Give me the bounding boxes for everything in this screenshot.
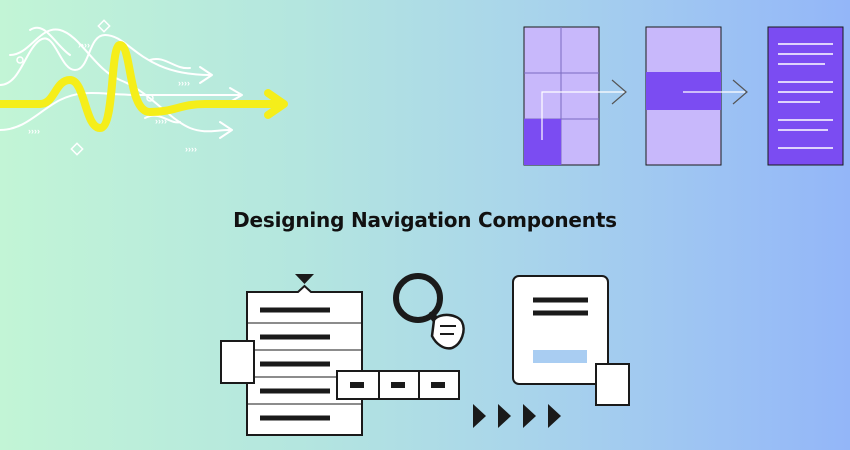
svg-text:››››: ›››› [178,78,190,88]
svg-text:››››: ›››› [28,126,40,136]
wayfinding-arrows-icon: ›››› ›››› ›››› ›››› ›››› [0,19,288,156]
page-title: Designing Navigation Components [233,208,617,232]
svg-text:››››: ›››› [185,144,197,154]
layout-flow-icon [523,26,844,166]
svg-text:››››: ›››› [155,116,167,126]
svg-text:››››: ›››› [78,40,90,50]
